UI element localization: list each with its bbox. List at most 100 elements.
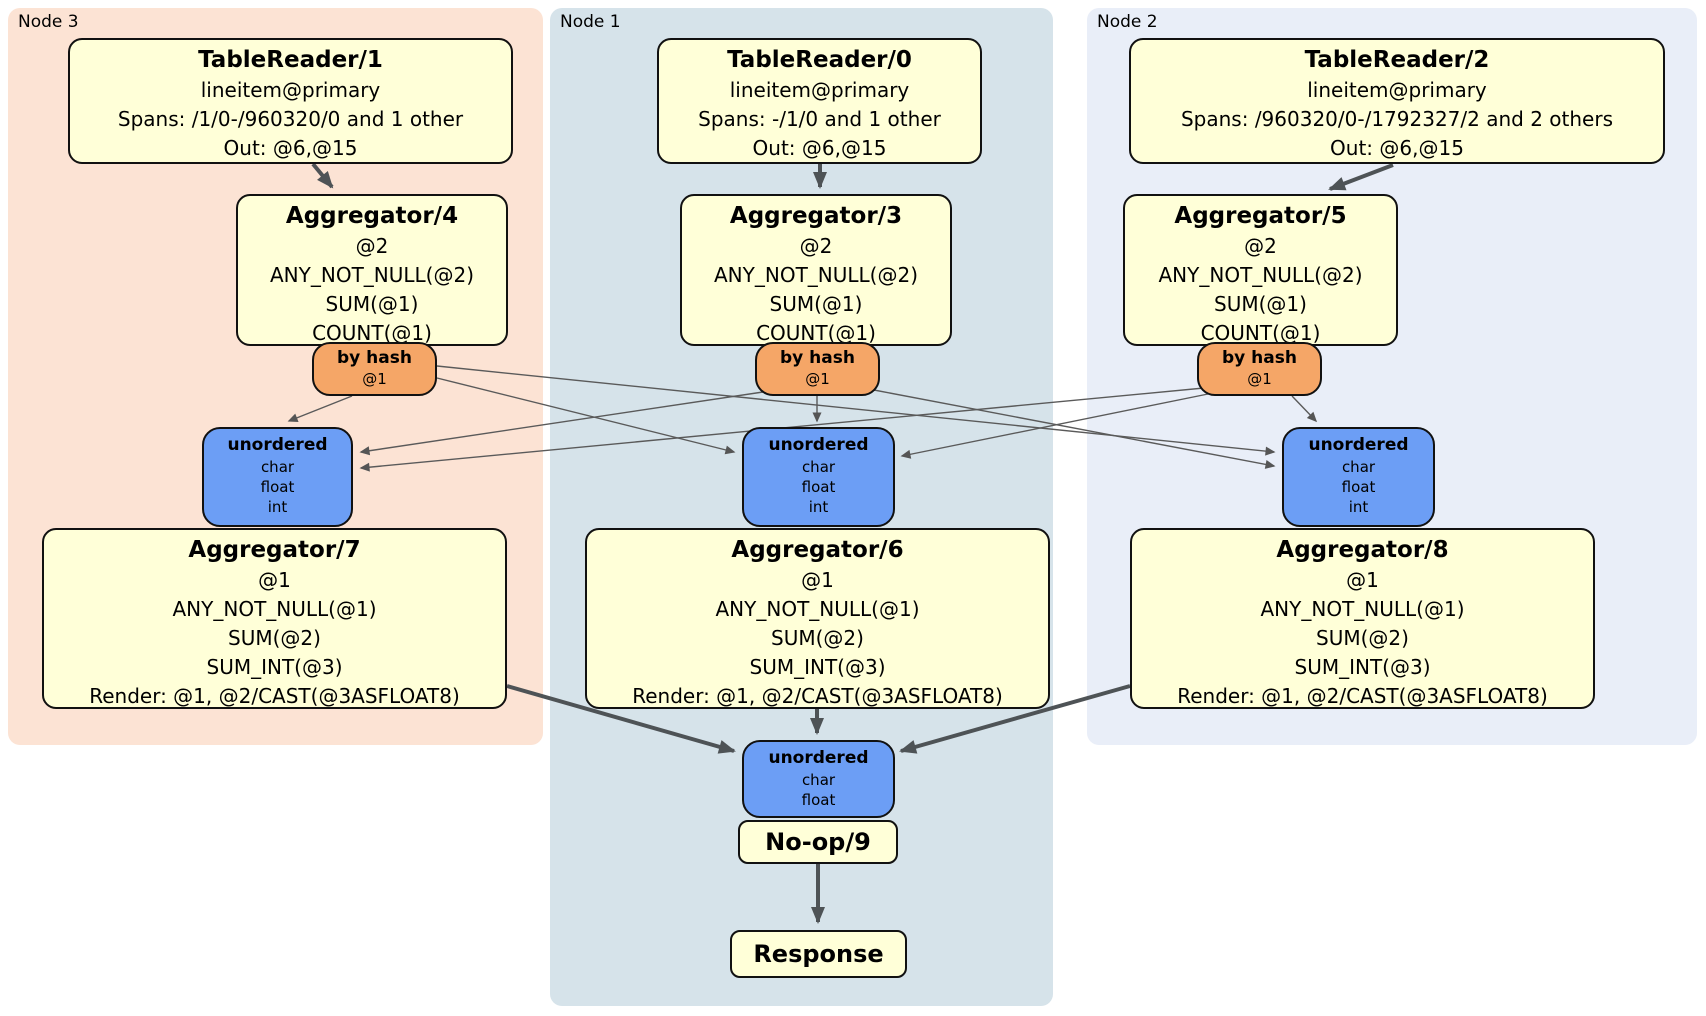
processor-detail: Spans: -/1/0 and 1 other bbox=[698, 107, 941, 131]
processor-detail: lineitem@primary bbox=[1307, 78, 1487, 102]
edge-r5-s6 bbox=[900, 393, 1209, 459]
sync-title: unordered bbox=[768, 435, 869, 455]
sync-unordered-agg7: unordered char float int bbox=[202, 427, 353, 527]
processor-detail: Render: @1, @2/CAST(@3ASFLOAT8) bbox=[1177, 684, 1548, 708]
processor-detail: lineitem@primary bbox=[729, 78, 910, 102]
processor-detail: COUNT(@1) bbox=[1200, 321, 1321, 345]
processor-detail: SUM(@2) bbox=[228, 626, 321, 650]
processor-aggregator-4: Aggregator/4 @2 ANY_NOT_NULL(@2) SUM(@1)… bbox=[236, 194, 508, 346]
processor-aggregator-6: Aggregator/6 @1 ANY_NOT_NULL(@1) SUM(@2)… bbox=[585, 528, 1050, 709]
processor-detail: ANY_NOT_NULL(@2) bbox=[1158, 263, 1363, 287]
processor-response: Response bbox=[730, 930, 907, 978]
processor-noop-9: No-op/9 bbox=[738, 820, 898, 864]
router-by-hash-agg4: by hash @1 bbox=[312, 342, 437, 396]
processor-detail: COUNT(@1) bbox=[756, 321, 876, 345]
processor-title: Response bbox=[753, 940, 884, 968]
processor-detail: @1 bbox=[1346, 568, 1379, 592]
processor-title: TableReader/1 bbox=[198, 47, 383, 73]
edge-r3-s8 bbox=[873, 389, 1276, 469]
sync-column: int bbox=[808, 498, 829, 516]
processor-detail: SUM_INT(@3) bbox=[1294, 655, 1431, 679]
processor-detail: SUM(@2) bbox=[771, 626, 864, 650]
sync-column: float bbox=[260, 478, 295, 496]
processor-title: TableReader/0 bbox=[727, 47, 912, 73]
router-by-hash-agg5: by hash @1 bbox=[1197, 342, 1322, 396]
sync-unordered-agg6: unordered char float int bbox=[742, 427, 895, 527]
processor-detail: @2 bbox=[799, 234, 833, 258]
processor-aggregator-8: Aggregator/8 @1 ANY_NOT_NULL(@1) SUM(@2)… bbox=[1130, 528, 1595, 709]
sync-column: float bbox=[801, 478, 836, 496]
processor-detail: SUM(@2) bbox=[1316, 626, 1409, 650]
sync-unordered-noop: unordered char float bbox=[742, 740, 895, 818]
processor-title: TableReader/2 bbox=[1304, 47, 1490, 73]
processor-detail: SUM(@1) bbox=[325, 292, 419, 316]
sync-column: int bbox=[267, 498, 288, 516]
processor-detail: ANY_NOT_NULL(@2) bbox=[714, 263, 918, 287]
processor-detail: ANY_NOT_NULL(@1) bbox=[715, 597, 920, 621]
region-node1-label: Node 1 bbox=[560, 12, 621, 32]
edge-agg7-s9 bbox=[506, 684, 736, 754]
region-node2-label: Node 2 bbox=[1097, 12, 1158, 32]
processor-title: Aggregator/6 bbox=[731, 537, 904, 563]
router-columns: @1 bbox=[805, 370, 830, 388]
processor-aggregator-3: Aggregator/3 @2 ANY_NOT_NULL(@2) SUM(@1)… bbox=[680, 194, 952, 346]
router-title: by hash bbox=[780, 348, 855, 368]
processor-title: Aggregator/7 bbox=[188, 537, 361, 563]
region-node3-label: Node 3 bbox=[18, 12, 79, 32]
edge-agg8-s9 bbox=[899, 684, 1131, 754]
router-by-hash-agg3: by hash @1 bbox=[755, 342, 880, 396]
edge-r4-s6 bbox=[436, 377, 736, 455]
sync-column: float bbox=[801, 791, 836, 809]
processor-detail: SUM_INT(@3) bbox=[749, 655, 886, 679]
edge-r5-s8 bbox=[1291, 395, 1318, 423]
processor-tablereader-2: TableReader/2 lineitem@primary Spans: /9… bbox=[1129, 38, 1665, 164]
sync-title: unordered bbox=[768, 748, 869, 768]
sync-column: int bbox=[1348, 498, 1369, 516]
processor-title: Aggregator/3 bbox=[729, 203, 903, 229]
router-title: by hash bbox=[1222, 348, 1297, 368]
processor-tablereader-0: TableReader/0 lineitem@primary Spans: -/… bbox=[657, 38, 982, 164]
sync-column: char bbox=[801, 771, 836, 789]
processor-detail: ANY_NOT_NULL(@2) bbox=[270, 263, 474, 287]
processor-detail: SUM(@1) bbox=[769, 292, 863, 316]
sync-column: float bbox=[1341, 478, 1376, 496]
sync-column: char bbox=[260, 458, 295, 476]
processor-detail: ANY_NOT_NULL(@1) bbox=[1260, 597, 1465, 621]
sync-title: unordered bbox=[1308, 435, 1409, 455]
processor-detail: Out: @6,@15 bbox=[752, 136, 887, 160]
edge-r4-s8 bbox=[436, 365, 1276, 456]
processor-detail: Out: @6,@15 bbox=[223, 136, 358, 160]
router-columns: @1 bbox=[1247, 370, 1272, 388]
sync-title: unordered bbox=[227, 435, 328, 455]
processor-detail: Render: @1, @2/CAST(@3ASFLOAT8) bbox=[632, 684, 1003, 708]
processor-detail: @2 bbox=[355, 234, 389, 258]
processor-tablereader-1: TableReader/1 lineitem@primary Spans: /1… bbox=[68, 38, 513, 164]
processor-detail: Spans: /960320/0-/1792327/2 and 2 others bbox=[1180, 107, 1613, 131]
processor-detail: @1 bbox=[258, 568, 291, 592]
processor-detail: SUM_INT(@3) bbox=[206, 655, 343, 679]
processor-detail: ANY_NOT_NULL(@1) bbox=[172, 597, 377, 621]
processor-title: Aggregator/5 bbox=[1174, 203, 1347, 229]
processor-detail: @1 bbox=[801, 568, 834, 592]
edge-tr1-agg4 bbox=[311, 162, 334, 189]
processor-aggregator-7: Aggregator/7 @1 ANY_NOT_NULL(@1) SUM(@2)… bbox=[42, 528, 507, 709]
processor-title: Aggregator/8 bbox=[1276, 537, 1449, 563]
processor-title: Aggregator/4 bbox=[285, 203, 459, 229]
edge-r4-s7 bbox=[287, 395, 353, 423]
sync-column: char bbox=[801, 458, 836, 476]
sync-unordered-agg8: unordered char float int bbox=[1282, 427, 1435, 527]
processor-detail: Render: @1, @2/CAST(@3ASFLOAT8) bbox=[89, 684, 460, 708]
processor-detail: Spans: /1/0-/960320/0 and 1 other bbox=[117, 107, 464, 131]
processor-detail: SUM(@1) bbox=[1214, 292, 1307, 316]
sync-column: char bbox=[1341, 458, 1376, 476]
edge-r3-s7 bbox=[359, 391, 764, 456]
processor-aggregator-5: Aggregator/5 @2 ANY_NOT_NULL(@2) SUM(@1)… bbox=[1123, 194, 1398, 346]
router-title: by hash bbox=[337, 348, 412, 368]
processor-detail: COUNT(@1) bbox=[312, 321, 432, 345]
processor-detail: @2 bbox=[1244, 234, 1277, 258]
processor-detail: Out: @6,@15 bbox=[1330, 136, 1464, 160]
edge-tr2-agg5 bbox=[1328, 163, 1394, 191]
processor-detail: lineitem@primary bbox=[200, 78, 381, 102]
